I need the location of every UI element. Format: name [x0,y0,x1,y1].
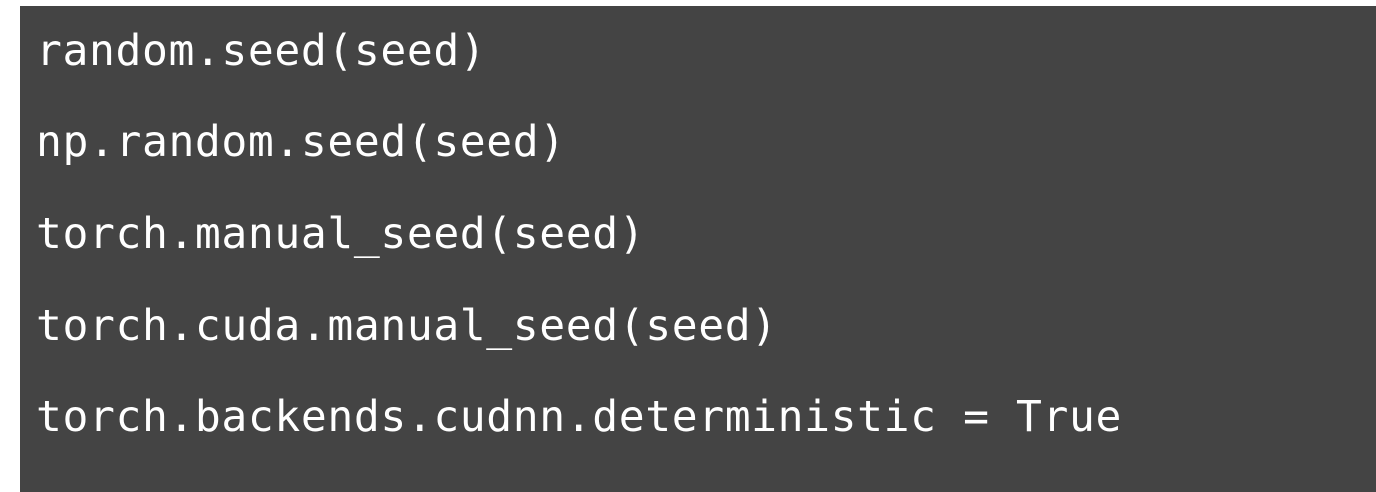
code-line-cudnn-deterministic: torch.backends.cudnn.deterministic = Tru… [36,392,1123,442]
code-line-random-seed: random.seed(seed) [36,26,487,76]
code-block: random.seed(seed) np.random.seed(seed) t… [20,6,1376,492]
code-line-torch-cuda-manual-seed: torch.cuda.manual_seed(seed) [36,301,778,351]
code-line-numpy-seed: np.random.seed(seed) [36,117,566,167]
code-line-torch-manual-seed: torch.manual_seed(seed) [36,209,646,259]
